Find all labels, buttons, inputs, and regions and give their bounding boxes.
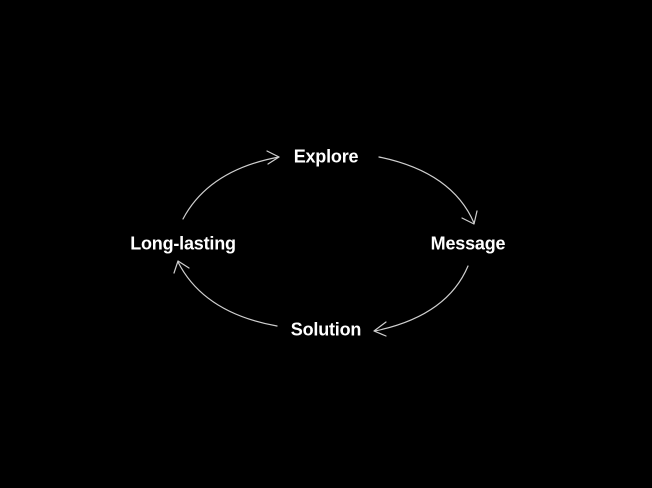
arrowhead-longlasting-icon	[173, 260, 190, 274]
node-solution: Solution	[290, 319, 362, 340]
arrow-solution-to-longlasting	[177, 261, 278, 327]
node-explore: Explore	[293, 146, 359, 167]
node-message: Message	[430, 233, 506, 254]
arrow-message-to-solution	[374, 265, 469, 332]
arrowhead-solution-icon	[373, 321, 387, 337]
node-long-lasting: Long-lasting	[130, 233, 236, 254]
arrowhead-message-icon	[461, 210, 478, 225]
arrow-explore-to-message	[378, 156, 475, 224]
arrowhead-explore-icon	[266, 150, 280, 165]
arrow-longlasting-to-explore	[182, 156, 280, 220]
